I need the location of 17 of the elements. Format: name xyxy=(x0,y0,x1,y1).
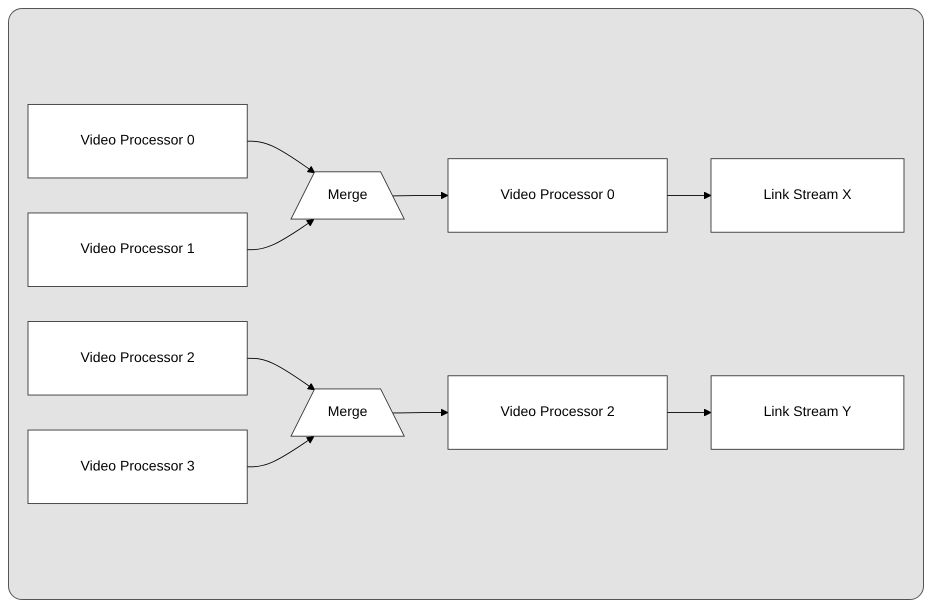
arrow xyxy=(392,408,448,416)
arrow xyxy=(392,192,448,200)
node-box xyxy=(448,375,668,450)
node-box xyxy=(28,104,248,178)
arrow xyxy=(246,140,316,174)
panel-background: Video Processor 0 Video Processor 1 Merge Video Processor 0 Link Stream X Video Processor 2 Video Processor 3 Merge Video Processor 2 Link Stream Y xyxy=(8,8,924,600)
arrow xyxy=(666,192,712,200)
arrow xyxy=(666,408,712,416)
arrow xyxy=(246,436,314,468)
node-box xyxy=(710,375,904,450)
node-box xyxy=(28,212,248,287)
node-box xyxy=(28,321,248,396)
arrow xyxy=(246,358,316,390)
arrow xyxy=(246,219,314,250)
node-box xyxy=(28,430,248,504)
node-box xyxy=(448,158,668,233)
node-box xyxy=(710,158,904,233)
